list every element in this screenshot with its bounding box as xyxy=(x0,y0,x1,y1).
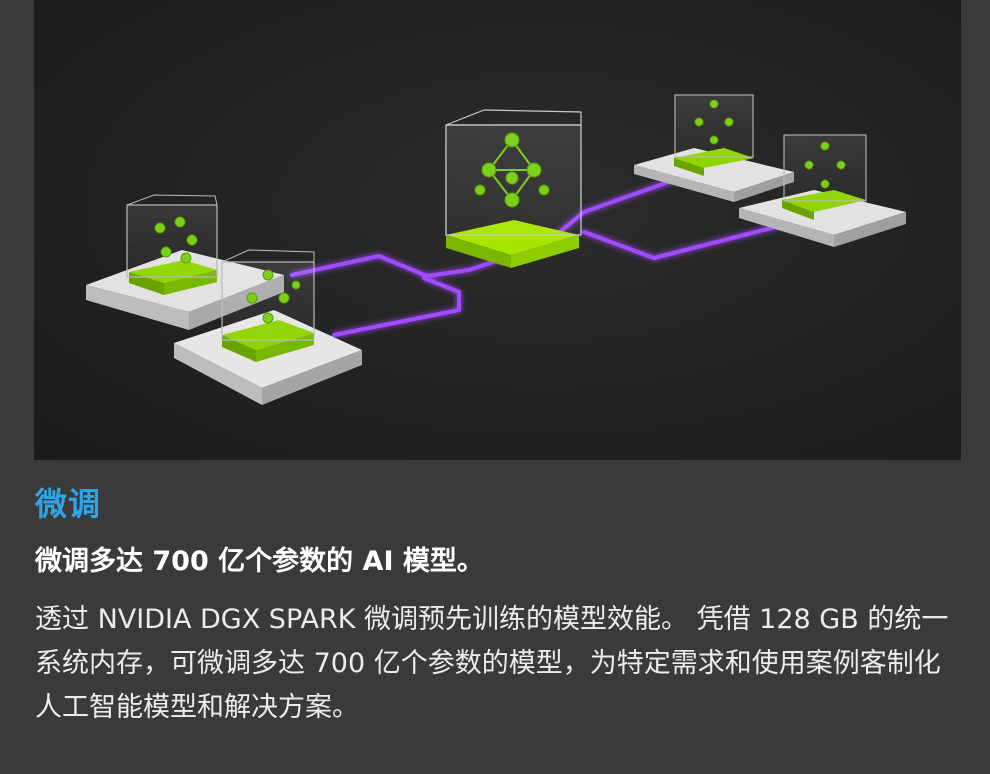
platform-node-4 xyxy=(739,134,906,247)
section-subtitle: 微调多达 700 亿个参数的 AI 模型。 xyxy=(35,546,484,577)
platform-node-3 xyxy=(634,94,794,202)
section-title: 微调 xyxy=(35,485,102,523)
platform-node-2 xyxy=(174,249,362,405)
section-body: 透过 NVIDIA DGX SPARK 微调预先训练的模型效能。 凭借 128 … xyxy=(35,604,949,723)
ai-network-icon xyxy=(86,94,906,405)
platform-node-center xyxy=(445,109,582,268)
hero-illustration xyxy=(34,0,961,460)
